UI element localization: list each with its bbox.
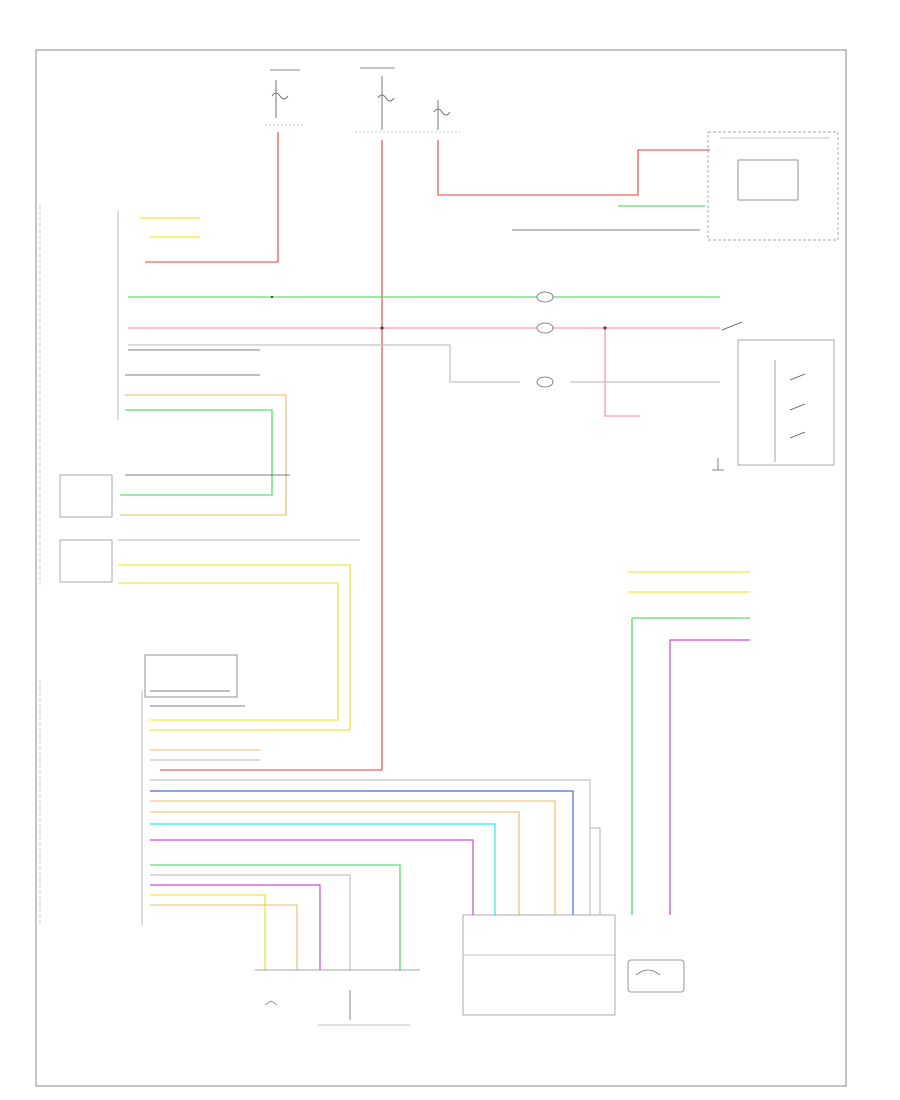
tan-wires xyxy=(120,394,556,970)
module-upper-left xyxy=(39,205,119,585)
splice-dots xyxy=(270,295,607,330)
ecm-module-lower xyxy=(39,654,238,925)
yellow-wires xyxy=(118,217,750,970)
purple-wires xyxy=(150,639,750,970)
brake-switch-component xyxy=(721,321,835,466)
bcm-bottom-connector xyxy=(462,914,616,1016)
pink-wires xyxy=(128,327,720,417)
vss-sensor xyxy=(627,959,685,993)
blue-wires xyxy=(150,790,574,915)
fuse-block-left xyxy=(265,69,305,126)
instrument-cluster-component xyxy=(707,131,839,241)
gray-wires xyxy=(118,344,720,970)
fuse-block-center xyxy=(355,67,460,133)
ecm-bottom-connector xyxy=(255,969,420,1026)
ground-marker-top xyxy=(712,458,724,471)
diagram-frame xyxy=(35,49,847,1087)
cyan-wires xyxy=(150,823,496,915)
red-wires xyxy=(145,132,710,771)
sensor-box-left xyxy=(59,474,113,583)
black-wires xyxy=(125,229,700,707)
green-wires xyxy=(120,205,750,970)
inline-connectors xyxy=(536,291,554,388)
